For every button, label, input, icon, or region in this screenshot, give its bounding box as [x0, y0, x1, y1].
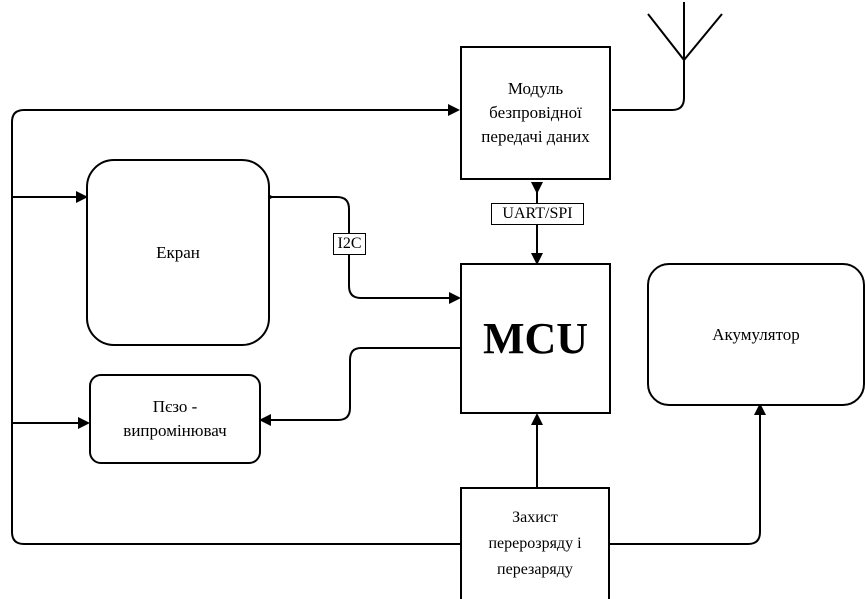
piezo-line-1: Пєзо -	[152, 397, 198, 416]
uart-spi-label: UART/SPI	[491, 203, 584, 225]
wireless-module-block: Модуль безпровідної передачі даних	[460, 46, 611, 180]
protection-line-1: Захист	[512, 509, 558, 526]
piezo-block: Пєзо - випромінювач	[89, 374, 261, 464]
battery-block: Акумулятор	[647, 263, 865, 406]
battery-label: Акумулятор	[712, 324, 800, 344]
antenna-icon	[612, 2, 723, 111]
power-bus-line	[11, 104, 460, 545]
protection-line-3: перезаряду	[497, 561, 573, 578]
piezo-line-2: випромінювач	[123, 421, 227, 440]
protection-block: Захист перерозряду і перезаряду	[460, 487, 610, 599]
mcu-label: MCU	[482, 314, 589, 363]
screen-label: Екран	[156, 242, 200, 262]
mcu-to-piezo	[259, 347, 460, 426]
i2c-label: I2C	[333, 233, 366, 255]
protection-battery-link	[599, 403, 766, 550]
protection-line-2: перерозряду і	[488, 535, 582, 552]
wireless-line-2: безпровідної	[489, 103, 582, 122]
wireless-line-3: передачі даних	[481, 127, 590, 146]
wireless-line-1: Модуль	[507, 79, 564, 98]
mcu-block: MCU	[460, 263, 611, 414]
screen-block: Екран	[86, 159, 270, 346]
